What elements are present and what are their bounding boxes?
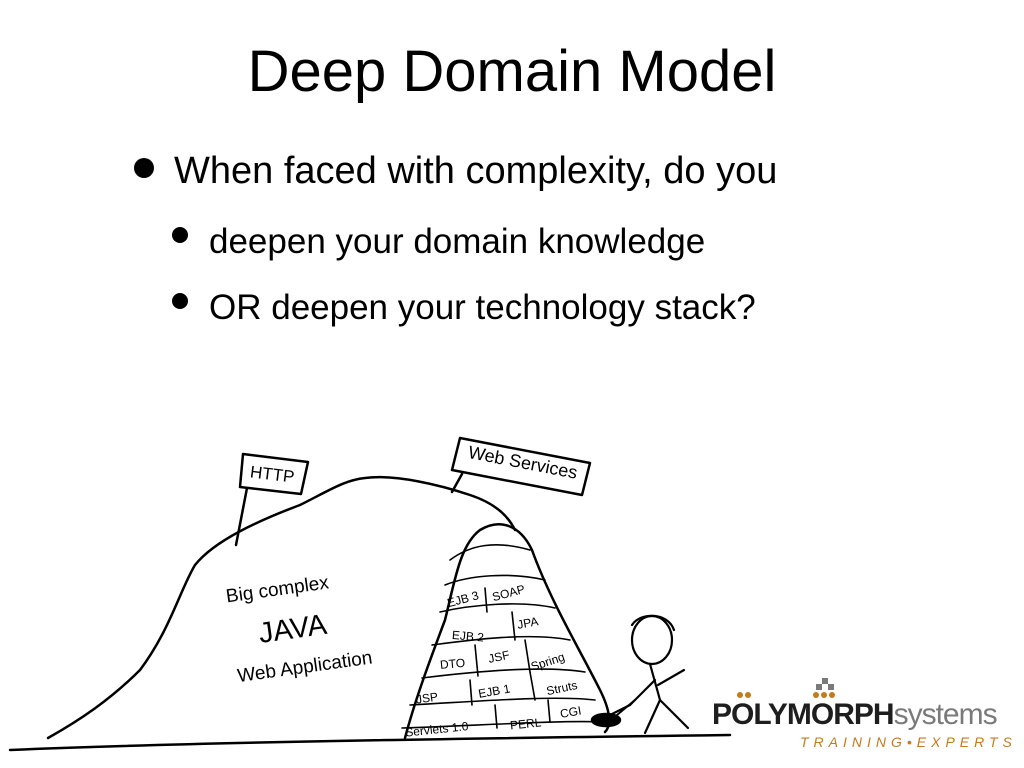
logo-strong-text: POLYMORPH — [712, 698, 895, 731]
block-servlets: Servlets 1.0 — [405, 719, 470, 740]
mountain-text-3: Web Application — [236, 647, 374, 687]
block-jpa: JPA — [516, 614, 539, 631]
web-services-flag — [450, 436, 592, 497]
sub-bullet-dot — [172, 293, 188, 309]
mountain-text-2: JAVA — [257, 609, 330, 650]
block-ejb2: EJB 2 — [451, 628, 484, 645]
block-struts: Struts — [545, 678, 579, 698]
sub-bullet-1: deepen your domain knowledge — [209, 222, 706, 261]
logo-tagline: TRAINING•EXPERTS — [800, 734, 1017, 750]
logo-dots-icon — [737, 678, 835, 698]
http-flag — [238, 452, 310, 496]
mountain-text-1: Big complex — [225, 572, 331, 607]
sub-bullet-dot — [172, 227, 188, 243]
slide-title: Deep Domain Model — [247, 39, 777, 104]
block-cgi: CGI — [559, 703, 582, 720]
company-logo: POLYMORPHsystems TRAINING•EXPERTS — [712, 678, 1012, 758]
stick-figure — [608, 614, 690, 735]
web-services-flag-pole — [450, 472, 464, 494]
block-ejb1: EJB 1 — [477, 681, 511, 700]
ground-line — [8, 733, 732, 752]
http-flag-pole — [234, 486, 249, 547]
block-jsf: JSF — [487, 648, 511, 666]
block-dto: DTO — [439, 656, 465, 672]
http-flag-label: HTTP — [249, 462, 295, 486]
mountain-outline — [46, 475, 517, 740]
block-soap: SOAP — [491, 582, 527, 604]
logo-light-text: systems — [893, 698, 998, 731]
bullet-dot — [134, 158, 154, 178]
bullet-main: When faced with complexity, do you — [174, 150, 778, 192]
block-perl: PERL — [509, 715, 542, 732]
logo-wordmark: POLYMORPHsystems — [712, 698, 998, 732]
block-jsp: JSP — [415, 690, 439, 707]
sub-bullet-2: OR deepen your technology stack? — [209, 288, 756, 327]
